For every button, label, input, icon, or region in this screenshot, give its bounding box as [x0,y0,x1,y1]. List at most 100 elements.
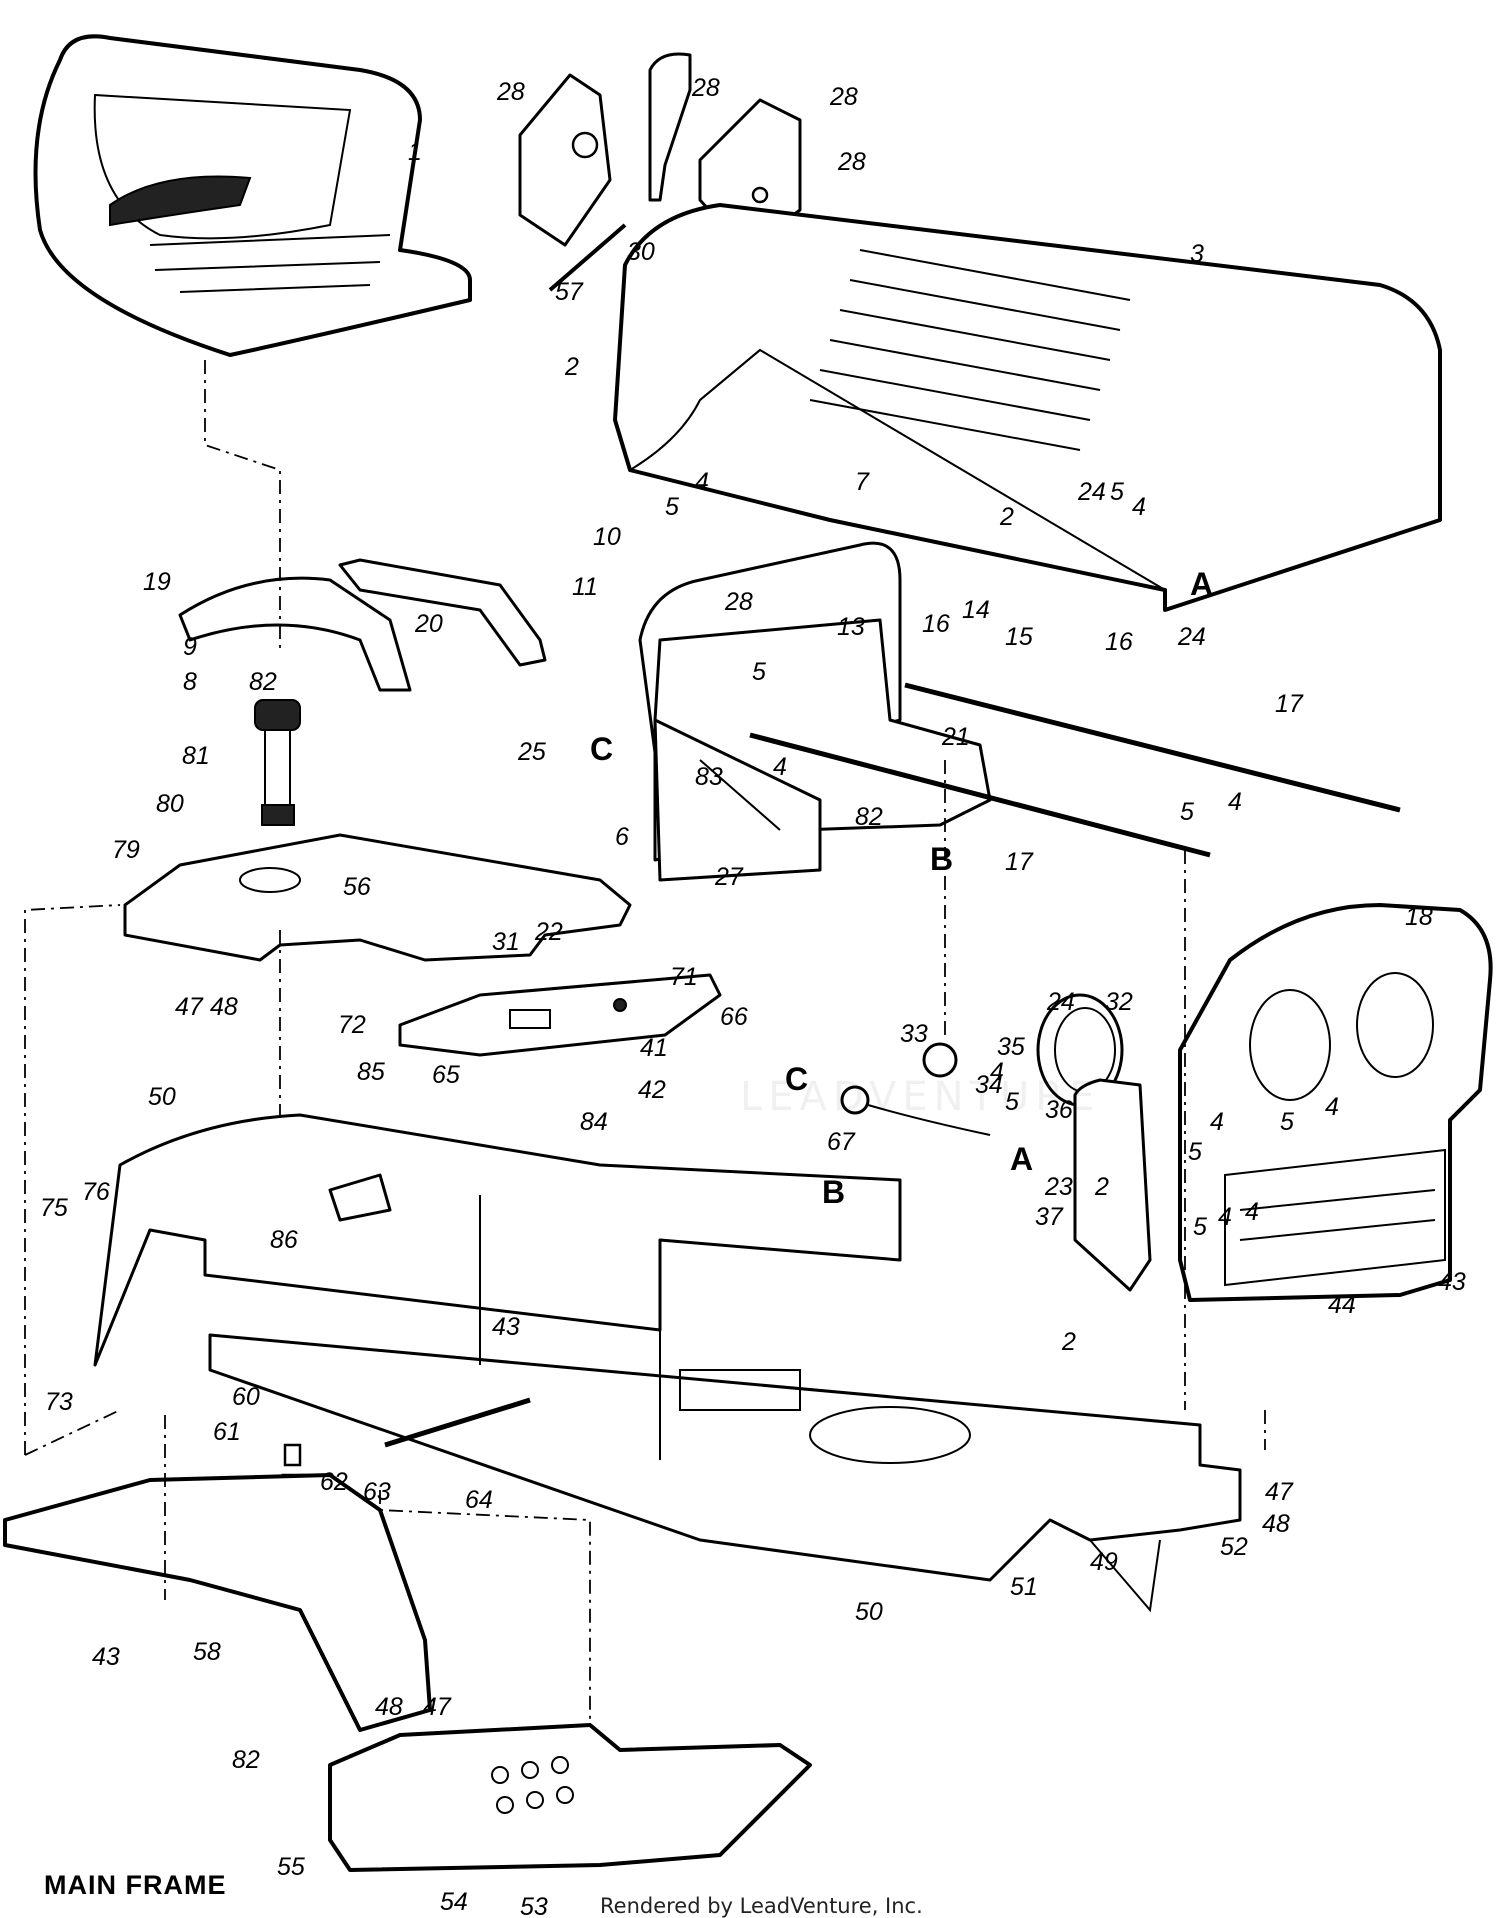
part-callout-47b: 47 [1265,1478,1294,1506]
part-callout-51: 51 [1010,1573,1038,1601]
part-callout-62: 62 [320,1468,348,1496]
part-callout-86: 86 [270,1226,298,1254]
part-callout-50a: 50 [148,1083,176,1111]
part-callout-48c: 48 [375,1693,403,1721]
part-callout-66: 66 [720,1003,748,1031]
side-panel-part [1073,1078,1152,1292]
part-callout-58: 58 [193,1638,221,1666]
part-callout-63: 63 [363,1478,391,1506]
part-callout-17b: 17 [1005,848,1034,876]
part-callout-2a: 2 [564,353,579,381]
part-callout-82b: 82 [855,803,883,831]
part-callout-13: 13 [837,613,865,641]
part-callout-36: 36 [1045,1096,1073,1124]
fender-part [3,1473,432,1732]
part-callout-5h: 5 [1193,1213,1207,1241]
ref-mark-b-top: B [930,841,953,877]
part-callout-24c: 24 [1046,988,1075,1016]
part-callout-3: 3 [1190,240,1204,268]
seat-part [33,34,472,357]
part-callout-76: 76 [82,1178,110,1206]
part-callout-43c: 43 [92,1643,120,1671]
part-callout-25: 25 [517,738,546,766]
part-callout-44: 44 [1328,1291,1356,1319]
ref-mark-c-left: C [590,731,613,767]
ref-mark-a-top: A [1190,566,1213,602]
part-callout-21: 21 [941,723,970,751]
part-callout-48b: 48 [1262,1510,1290,1538]
part-callout-24b: 24 [1177,623,1206,651]
part-callout-4h: 4 [1218,1203,1232,1231]
part-callout-4d: 4 [1228,788,1242,816]
part-callout-20: 20 [414,610,443,638]
part-callout-16a: 16 [922,610,950,638]
part-callout-2b: 2 [999,503,1014,531]
hood-part [613,203,1442,612]
part-callout-30: 30 [627,238,655,266]
part-callout-2d: 2 [1061,1328,1076,1356]
part-callout-18: 18 [1405,903,1433,931]
part-callout-41: 41 [640,1034,668,1062]
reference-letters: A A B B C C [590,566,1213,1210]
part-callout-7: 7 [855,468,870,496]
part-callout-5g: 5 [1280,1108,1294,1136]
part-callout-28b: 28 [691,74,720,102]
grille-part [1178,903,1493,1302]
part-callout-4a: 4 [695,468,709,496]
part-callout-5c: 5 [752,658,766,686]
part-callout-9: 9 [183,633,197,661]
part-callout-42: 42 [638,1076,666,1104]
part-callout-32: 32 [1105,988,1133,1016]
part-callout-11: 11 [572,573,598,601]
part-callout-17a: 17 [1275,690,1304,718]
part-callout-5f: 5 [1188,1138,1202,1166]
ref-mark-a-bottom: A [1010,1141,1033,1177]
part-callout-81: 81 [182,742,210,770]
part-callout-71: 71 [670,963,698,991]
part-callout-10: 10 [593,523,621,551]
seat-bracket-part [178,558,547,692]
part-callout-5a: 5 [665,493,679,521]
watermark-text: LEADVENTURE [740,1074,1100,1120]
part-callout-48a: 48 [210,993,238,1021]
part-callout-56: 56 [343,873,371,901]
part-callout-28d: 28 [837,148,866,176]
part-callout-4g: 4 [1325,1093,1339,1121]
part-callout-28e: 28 [724,588,753,616]
part-callout-4f: 4 [1210,1108,1224,1136]
part-callout-75: 75 [40,1194,68,1222]
part-callout-33: 33 [900,1020,928,1048]
part-callout-2c: 2 [1094,1173,1109,1201]
part-callout-50b: 50 [855,1598,883,1626]
fuel-cap-part [254,699,301,826]
part-callout-5e: 5 [1005,1088,1019,1116]
part-callout-43a: 43 [492,1313,520,1341]
part-callout-4e: 4 [990,1058,1004,1086]
part-callout-72: 72 [338,1011,366,1039]
ignition-switch-part [840,1042,991,1136]
part-callout-5b: 5 [1110,478,1124,506]
part-callout-57: 57 [555,278,584,306]
part-callout-82c: 82 [232,1746,260,1774]
part-callout-73: 73 [45,1388,73,1416]
part-callout-85: 85 [357,1058,385,1086]
part-callout-64: 64 [465,1486,493,1514]
battery-plate-part [398,973,722,1057]
part-callout-67: 67 [827,1128,856,1156]
part-callout-65: 65 [432,1061,460,1089]
part-callout-43b: 43 [1438,1268,1466,1296]
part-callout-8: 8 [183,668,197,696]
part-callout-84: 84 [580,1108,608,1136]
part-callout-6: 6 [615,823,629,851]
part-callout-79: 79 [112,836,140,864]
part-callout-28c: 28 [829,83,858,111]
part-callout-15: 15 [1005,623,1033,651]
part-callout-24a: 24 [1077,478,1106,506]
part-callout-54: 54 [440,1888,468,1916]
part-callout-23: 23 [1044,1173,1073,1201]
part-callout-31: 31 [492,928,520,956]
fuel-tank-cover-part [123,833,632,962]
